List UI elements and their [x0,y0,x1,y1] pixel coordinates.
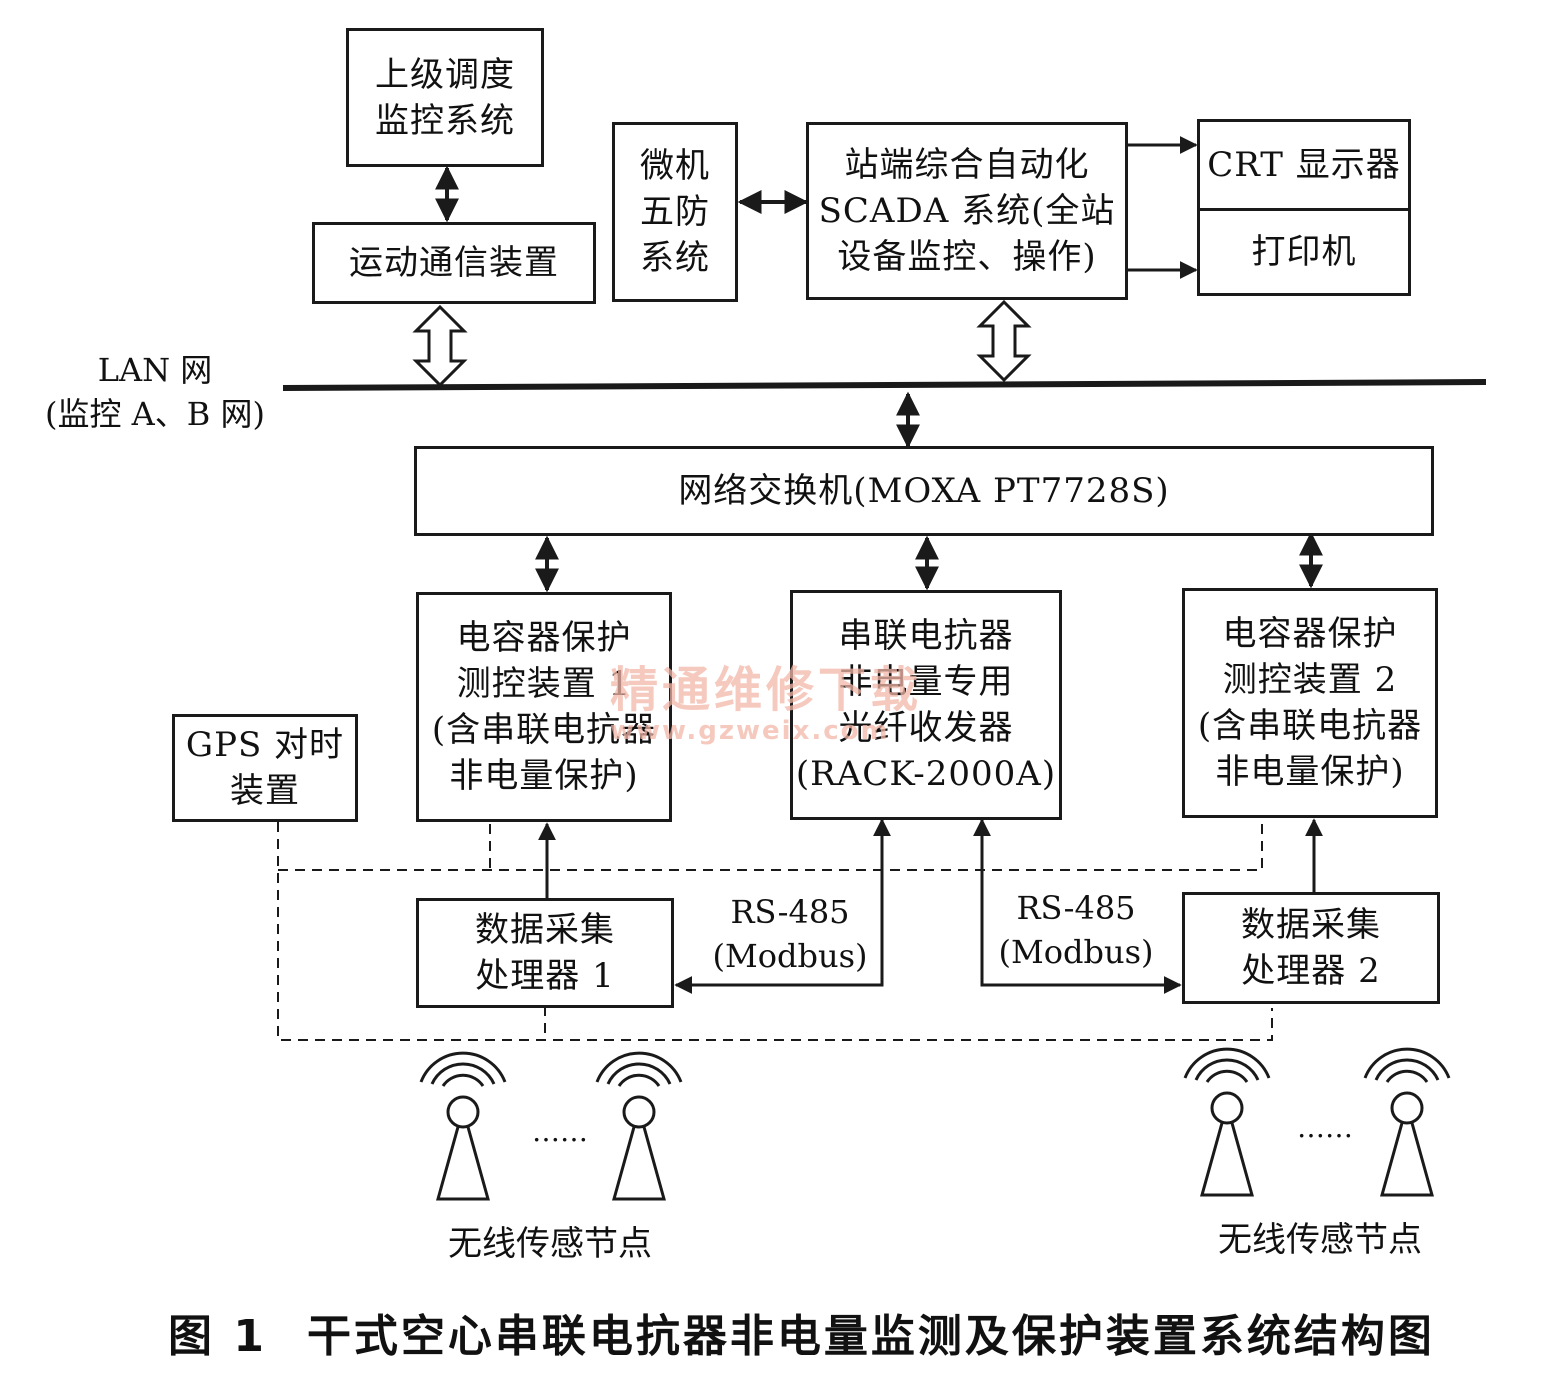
wireless-left-label: 无线传感节点 [448,1224,652,1264]
collector-2-line-2: 处理器 2 [1241,951,1381,991]
cap-protect-1-line-1: 电容器保护 [456,618,632,658]
collector-2-line-1: 数据采集 [1241,905,1381,945]
fiber-transceiver-line-1: 串联电抗器 [838,616,1014,656]
figure-number: 图 1 [168,1311,267,1362]
cap-protect-1-line-4: 非电量保护) [449,756,639,796]
scada-line-2: SCADA 系统(全站 [818,191,1116,231]
wireless-node-icon [1183,1047,1271,1197]
wireless-right-label: 无线传感节点 [1218,1220,1422,1260]
fiber-transceiver-line-4: (RACK-2000A) [795,754,1057,794]
cap-protect-1-line-2: 测控装置 1 [456,664,632,704]
dots-right: …… [1297,1111,1353,1144]
five-prevention-line-2: 五防 [640,192,710,232]
printer-line-1: 打印机 [1251,232,1357,272]
switch-box: 网络交换机(MOXA PT7728S) [414,446,1434,536]
dots-left: …… [532,1115,588,1148]
five-prevention-line-3: 系统 [640,238,710,278]
crt-line-1: CRT 显示器 [1207,145,1401,185]
rs485-left-line-2: (Modbus) [712,937,868,975]
wireless-node-icon [419,1051,507,1201]
telecontrol-line-1: 运动通信装置 [349,243,559,283]
telecontrol-lan-hollow-arrow [412,304,468,388]
cap-protect-2-line-2: 测控装置 2 [1222,660,1398,700]
upper-dispatch-box: 上级调度 监控系统 [346,28,544,167]
figure-title: 干式空心串联电抗器非电量监测及保护装置系统结构图 [306,1311,1435,1362]
upper-dispatch-line-2: 监控系统 [375,100,515,141]
wireless-node-icon [1363,1047,1451,1197]
rs485-right-link [973,818,1182,994]
fiber-transceiver-box: 串联电抗器 非电量专用 光纤收发器 (RACK-2000A) [790,590,1062,820]
upper-dispatch-line-1: 上级调度 [375,54,515,95]
gps-timing-dashed-lines [277,822,1273,1041]
rs485-left-line-1: RS-485 [730,893,850,931]
gps-line-2: 装置 [230,771,300,811]
cap-protect-2-line-1: 电容器保护 [1222,614,1398,654]
gps-box: GPS 对时 装置 [172,714,358,822]
figure-caption: 图 1 干式空心串联电抗器非电量监测及保护装置系统结构图 [168,1300,1528,1364]
scada-line-1: 站端综合自动化 [844,145,1090,185]
collector-1-box: 数据采集 处理器 1 [416,898,674,1008]
rs485-right-line-2: (Modbus) [998,933,1154,971]
lan-bus-line [282,379,1487,391]
lan-label-line-1: LAN 网 [97,351,213,389]
cap-protect-2-line-4: 非电量保护) [1215,752,1405,792]
crt-box: CRT 显示器 [1197,119,1411,211]
collector-1-line-2: 处理器 1 [475,956,615,996]
collector-2-box: 数据采集 处理器 2 [1182,892,1440,1004]
fiber-transceiver-line-2: 非电量专用 [838,662,1014,702]
rs485-left-link [674,818,891,994]
switch-line-1: 网络交换机(MOXA PT7728S) [678,471,1170,511]
five-prevention-box: 微机 五防 系统 [612,122,738,302]
lan-label: LAN 网 (监控 A、B 网) [30,348,280,436]
rs485-right-label: RS-485 (Modbus) [986,886,1166,974]
scada-lan-hollow-arrow [976,299,1032,383]
scada-box: 站端综合自动化 SCADA 系统(全站 设备监控、操作) [806,122,1128,300]
gps-line-1: GPS 对时 [185,725,345,765]
cap-protect-1-box: 电容器保护 测控装置 1 (含串联电抗器 非电量保护) [416,592,672,822]
five-prevention-line-1: 微机 [640,146,710,186]
fiber-transceiver-line-3: 光纤收发器 [838,708,1014,748]
wireless-node-icon [595,1051,683,1201]
telecontrol-box: 运动通信装置 [312,222,596,304]
rs485-right-line-1: RS-485 [1016,889,1136,927]
rs485-left-label: RS-485 (Modbus) [700,890,880,978]
printer-box: 打印机 [1197,208,1411,296]
cap-protect-1-line-3: (含串联电抗器 [431,710,657,750]
cap-protect-2-line-3: (含串联电抗器 [1197,706,1423,746]
collector-1-line-1: 数据采集 [475,910,615,950]
cap-protect-2-box: 电容器保护 测控装置 2 (含串联电抗器 非电量保护) [1182,588,1438,818]
lan-label-line-2: (监控 A、B 网) [45,395,265,433]
scada-line-3: 设备监控、操作) [837,237,1097,277]
